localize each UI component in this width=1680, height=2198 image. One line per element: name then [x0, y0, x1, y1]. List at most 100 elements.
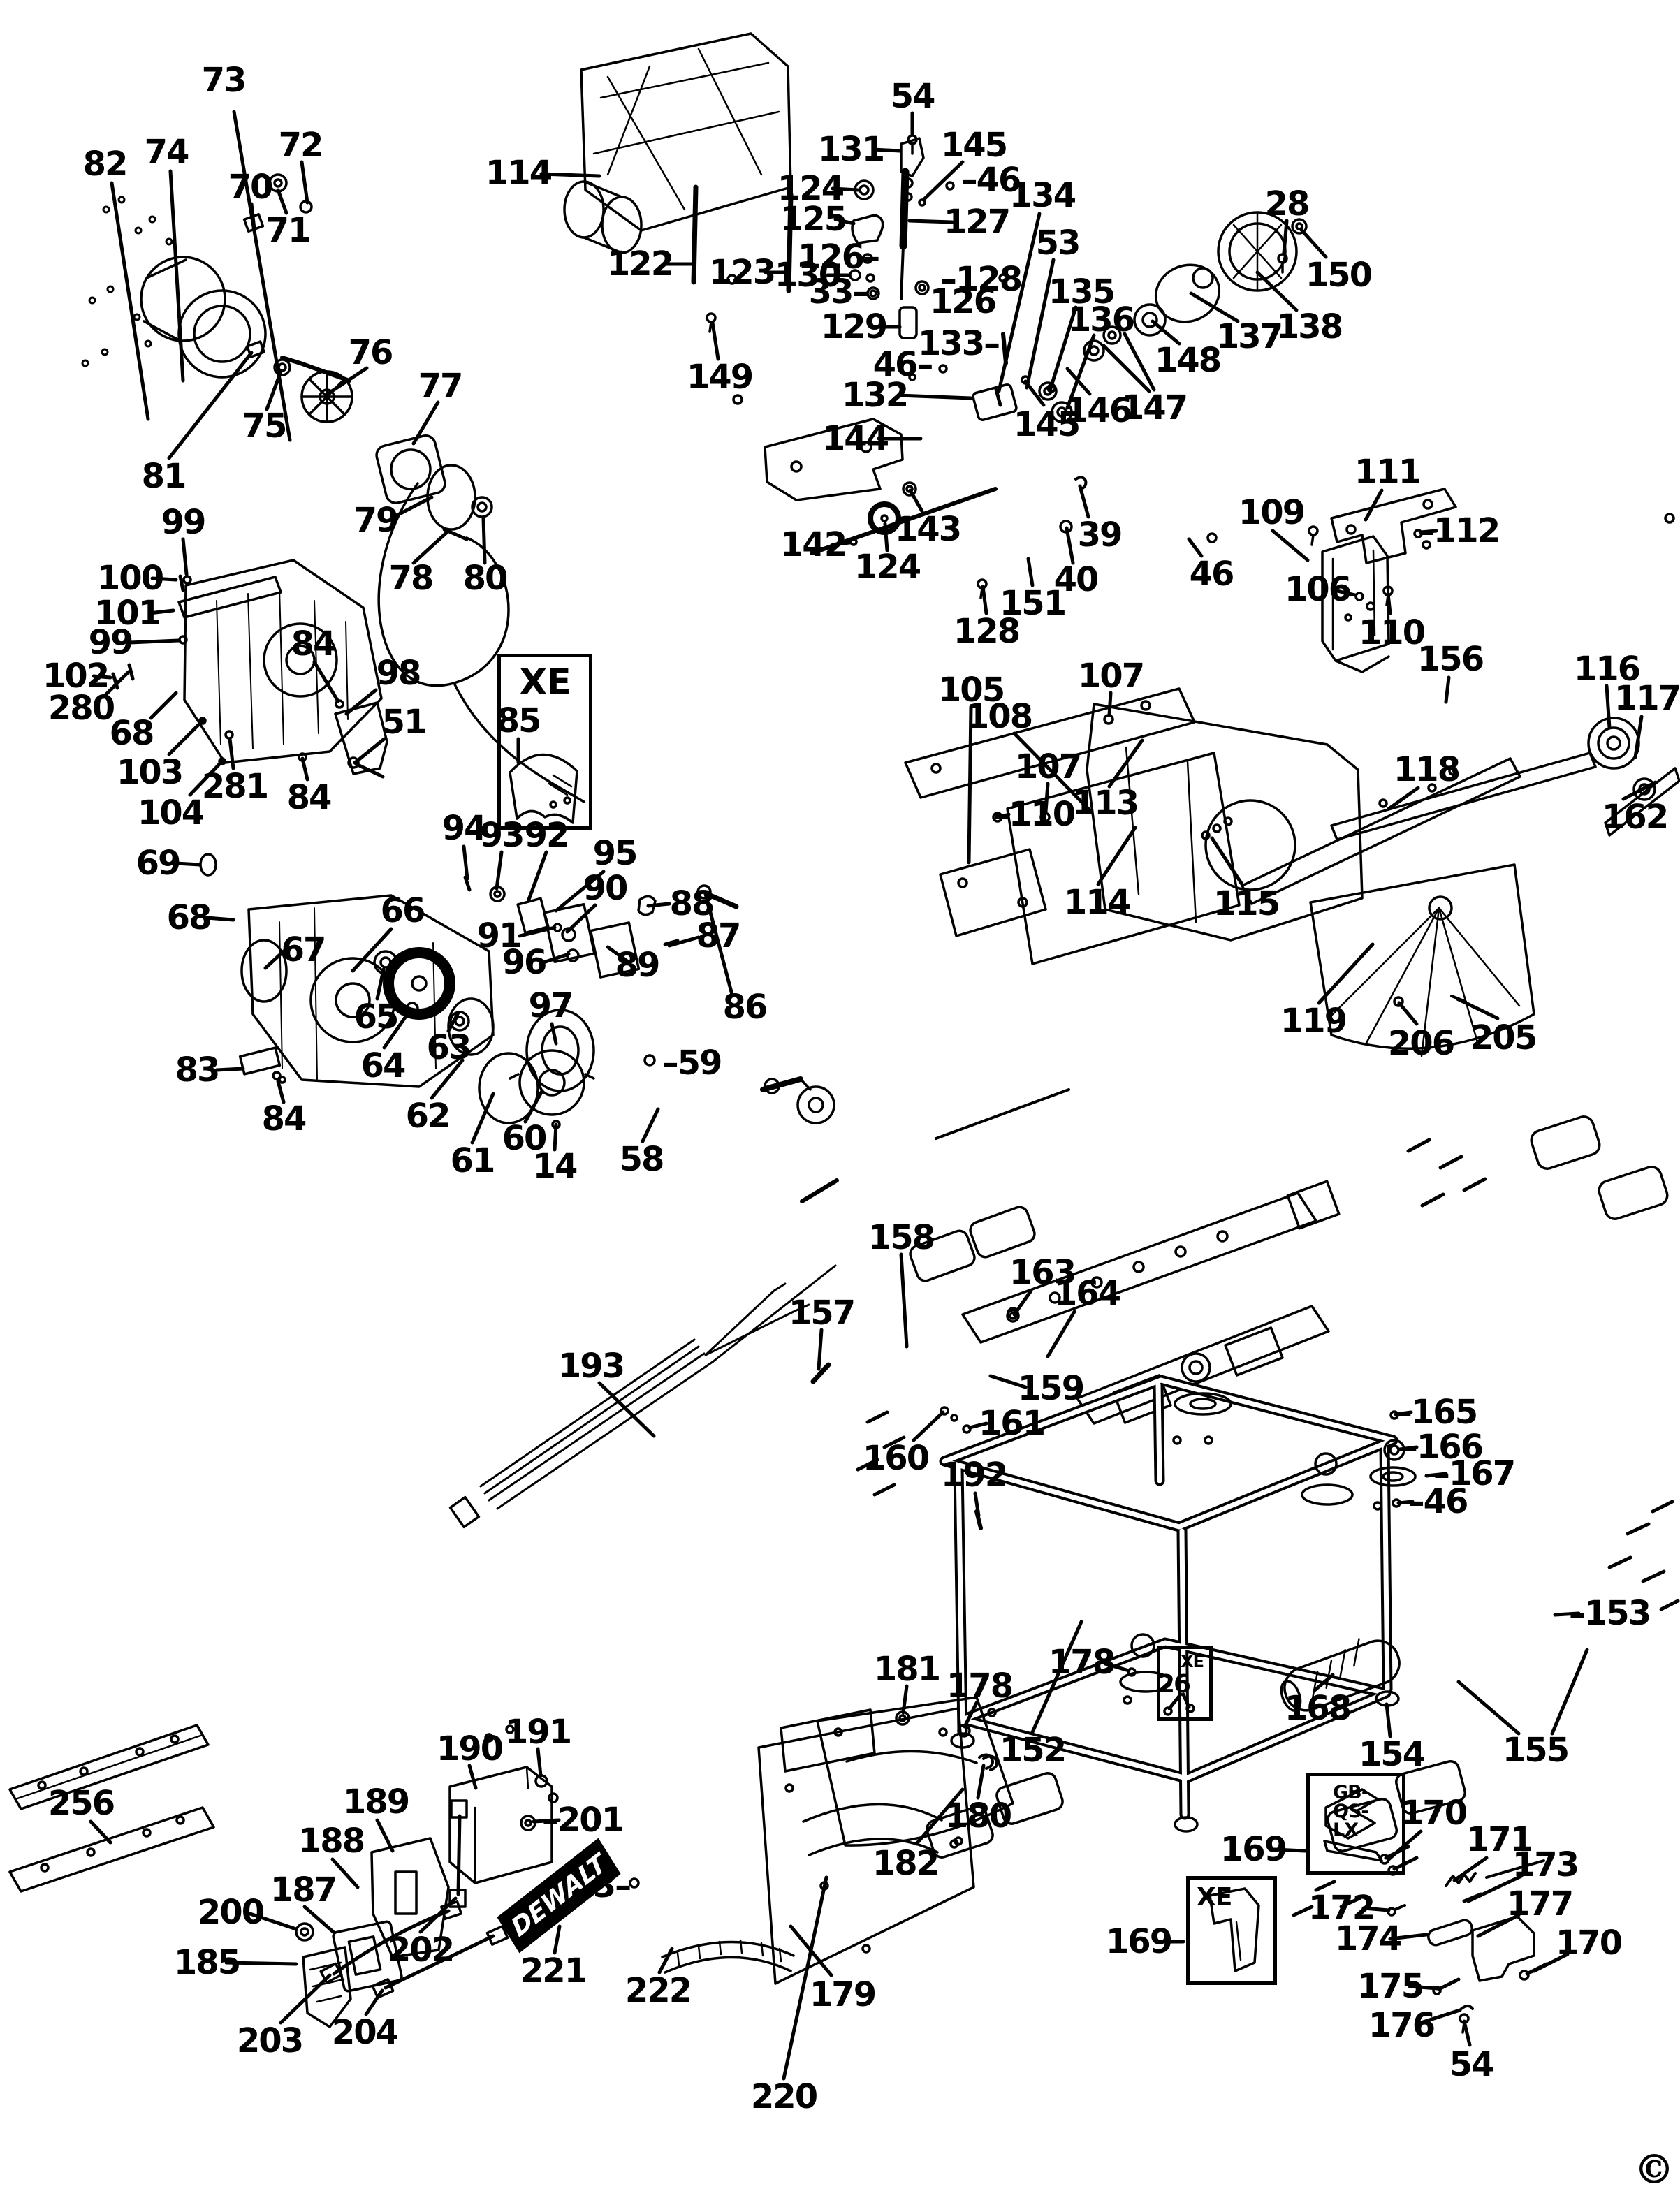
part-label-160: 160 — [862, 1439, 930, 1478]
part-label-188: 188 — [298, 1822, 365, 1861]
gb-qs-lx-box-label: GB-QS-LX — [1333, 1782, 1369, 1841]
part-label-163: 163 — [1009, 1253, 1076, 1292]
part-label-157: 157 — [788, 1294, 856, 1333]
part-label-181: 181 — [873, 1650, 941, 1689]
part-label-127: 127 — [943, 203, 1011, 242]
part-label-119: 119 — [1280, 1002, 1347, 1041]
part-label-68: 68 — [109, 714, 155, 753]
part-label-73: 73 — [201, 61, 247, 100]
part-label-129: 129 — [820, 307, 888, 346]
part-label-72: 72 — [278, 126, 324, 165]
part-label-190: 190 — [436, 1729, 504, 1768]
part-label-126: 126– — [797, 237, 880, 277]
part-label-102: 102 — [42, 657, 110, 696]
part-label-46: –46 — [960, 161, 1022, 200]
part-label-145: 145 — [1013, 405, 1081, 444]
part-label-92: 92 — [524, 816, 570, 855]
part-label-162: 162 — [1601, 798, 1669, 837]
part-label-81: 81 — [141, 457, 187, 496]
part-label-174: 174 — [1334, 1919, 1402, 1958]
part-label-71: 71 — [265, 211, 312, 250]
part-label-98: 98 — [376, 654, 422, 693]
part-label-53: 53 — [1035, 224, 1081, 263]
part-label-103: 103 — [116, 753, 184, 792]
part-label-142: 142 — [780, 525, 847, 564]
part-label-33: 33– — [808, 272, 870, 312]
part-label-14: 14 — [532, 1147, 578, 1186]
part-label-152: 152 — [999, 1731, 1067, 1770]
field-ring — [375, 434, 446, 504]
part-label-133: 133– — [917, 324, 1000, 363]
part-label-63: 63 — [426, 1028, 472, 1067]
part-label-79: 79 — [353, 501, 400, 540]
part-label-193: 193 — [557, 1347, 625, 1386]
part-label-156: 156 — [1417, 640, 1484, 679]
part-label-144: 144 — [821, 419, 889, 458]
support-rod-122 — [691, 184, 699, 285]
part-label-67: 67 — [281, 930, 327, 969]
part-label-75: 75 — [242, 406, 288, 446]
part-label-83: 83 — [175, 1050, 221, 1090]
part-label-138: 138 — [1276, 307, 1343, 346]
part-label-175: 175 — [1357, 1967, 1424, 2006]
part-label-166: –166 — [1401, 1428, 1484, 1467]
xe-26-box: XE — [1157, 1646, 1213, 1721]
slide-rails-256 — [8, 1724, 215, 1893]
part-label-185: 185 — [173, 1943, 241, 1982]
switch-box-190 — [448, 1724, 640, 1889]
dust-chute-109 — [1206, 513, 1675, 673]
part-label-65: 65 — [353, 997, 400, 1036]
frame-feet-and-pads — [950, 1352, 1417, 1833]
part-label-131: 131 — [817, 130, 885, 169]
part-label-60: 60 — [502, 1119, 548, 1158]
part-label-107: 107 — [1077, 657, 1145, 696]
nut-and-cam-124-125 — [849, 179, 1008, 300]
part-label-62: 62 — [405, 1097, 451, 1136]
part-label-130: 130 — [774, 256, 842, 295]
part-label-128: –128 — [940, 260, 1023, 299]
part-label-168: 168 — [1284, 1689, 1352, 1728]
xe-85-box: XE — [497, 654, 592, 830]
motor-housing-outline — [140, 256, 267, 379]
part-label-126: 126 — [929, 282, 997, 321]
part-label-97: 97 — [528, 986, 574, 1025]
part-label-93: 93 — [479, 816, 525, 855]
part-label-177: 177 — [1506, 1884, 1574, 1924]
part-label-66: 66 — [380, 891, 426, 930]
part-label-84: 84 — [261, 1099, 307, 1138]
support-rod-123 — [786, 191, 794, 293]
part-label-89: 89 — [615, 946, 661, 985]
bracket-98-screw-51 — [238, 701, 388, 1076]
carry-handle-168 — [1280, 1638, 1401, 1712]
part-label-74: 74 — [144, 133, 190, 172]
saw-base-114 — [1086, 703, 1364, 942]
copyright-symbol: © — [1634, 2146, 1674, 2193]
part-label-95: 95 — [592, 834, 638, 873]
part-label-104: 104 — [137, 793, 205, 833]
xe-169-box-label: XE — [1197, 1883, 1232, 1912]
xe-169-box: XE — [1186, 1876, 1277, 1985]
bracket-144 — [764, 418, 904, 501]
part-label-281: 281 — [201, 767, 269, 806]
part-label-111: 111 — [1354, 453, 1422, 492]
part-label-118: 118 — [1393, 750, 1461, 789]
part-label-182: 182 — [872, 1844, 940, 1883]
part-label-170: 170 — [1400, 1794, 1468, 1833]
rails-156-118-162 — [1241, 752, 1680, 905]
bevel-scale-222 — [661, 1939, 795, 1974]
part-label-54: 54 — [890, 77, 936, 116]
part-label-123: 123 — [708, 253, 776, 292]
part-label-176: 176 — [1368, 2006, 1436, 2045]
part-label-151: 151 — [999, 584, 1067, 623]
part-label-54: 54 — [1449, 2045, 1495, 2084]
small-fasteners-gearbox — [111, 574, 344, 1084]
part-label-221: 221 — [520, 1951, 587, 1991]
part-label-164: 164 — [1053, 1274, 1121, 1313]
part-label-145: 145 — [940, 126, 1008, 165]
lock-bar-101 — [177, 576, 282, 619]
part-label-28: 28 — [1264, 184, 1310, 224]
part-label-85: 85 — [496, 701, 542, 740]
part-label-171: 171 — [1466, 1820, 1533, 1859]
small-screws-motor — [81, 196, 173, 367]
